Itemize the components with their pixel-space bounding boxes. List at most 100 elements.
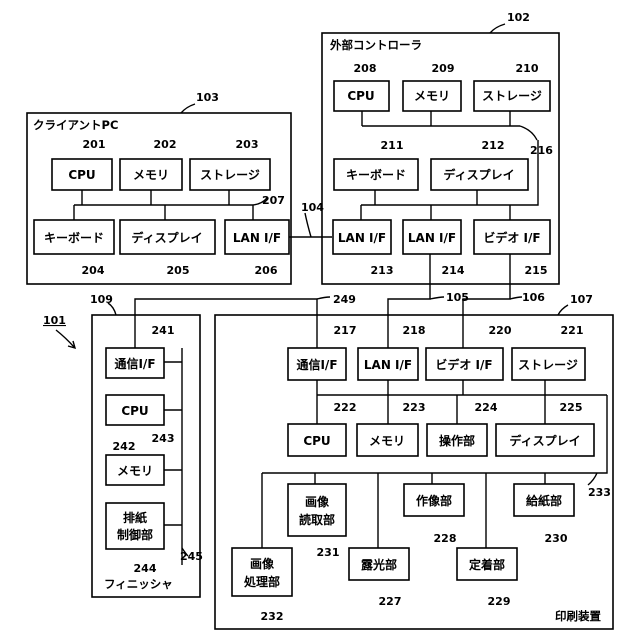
block-211: キーボード 211 [334,139,418,190]
block-label: メモリ [414,89,450,103]
block-224: 操作部 224 [427,401,498,456]
block-ref: 213 [371,264,394,277]
link-ref-249: 249 [333,293,356,306]
bus-printer-top [317,380,607,395]
block-label: 定着部 [469,557,505,572]
block-ref: 205 [167,264,190,277]
block-label: 操作部 [439,433,475,448]
block-ref: 212 [482,139,505,152]
block-206: LAN I/F 206 [225,220,289,277]
block-217: 通信I/F 217 [288,324,356,380]
block-label: 通信I/F [296,357,337,372]
block-ref: 244 [134,562,157,575]
leader-107 [558,305,568,315]
block-ref: 203 [236,138,259,151]
block-label: キーボード [44,230,104,245]
block-ref: 227 [379,595,402,608]
group-title-109: フィニッシャ [104,577,173,591]
block-ref: 223 [403,401,426,414]
block-202: メモリ 202 [120,138,182,190]
block-212: ディスプレイ 212 [431,139,528,190]
link-ref-104: 104 [301,201,324,214]
group-title-102: 外部コントローラ [329,38,422,52]
block-label: ディスプレイ [509,433,580,448]
block-ref: 230 [545,532,568,545]
block-215: ビデオ I/F 215 [474,220,550,277]
block-label: ストレージ [518,358,578,372]
block-227: 露光部 227 [349,548,409,608]
block-213: LAN I/F 213 [333,220,393,277]
block-ref: 211 [381,139,404,152]
link-ref-106: 106 [522,291,545,304]
block-label: 給紙部 [526,493,562,508]
group-title-103: クライアントPC [33,118,118,132]
block-ref: 204 [82,264,105,277]
block-203: ストレージ 203 [190,138,270,190]
block-ref: 202 [154,138,177,151]
group-title-107: 印刷装置 [555,609,601,623]
block-241: 通信I/F 241 [106,324,174,378]
block-label: ビデオ I/F [483,230,540,245]
block-ref: 210 [516,62,539,75]
block-label: CPU [303,434,330,448]
block-label-line1: 画像 [250,556,275,571]
block-label: ビデオ I/F [435,357,492,372]
block-label: ストレージ [482,89,542,103]
block-221: ストレージ 221 [512,324,585,380]
figure-label: 101 [43,314,66,327]
bus-ref-207: 207 [262,194,285,207]
block-label: ストレージ [200,168,260,182]
block-ref: 217 [334,324,357,337]
block-ref: 242 [113,440,136,453]
block-label: LAN I/F [233,231,281,245]
group-ref-107: 107 [570,293,593,306]
leader-233 [588,473,597,485]
block-label: メモリ [369,434,405,448]
group-ref-102: 102 [507,11,530,24]
block-244: 排紙 制御部 244 [106,503,164,575]
block-label-line2: 処理部 [243,574,280,589]
block-232: 画像 処理部 232 [232,548,292,623]
block-label-line1: 画像 [305,494,330,509]
block-ref: 224 [475,401,498,414]
block-ref: 225 [560,401,583,414]
bus-ext-bottom [361,205,510,220]
bus-ext-mid-drops [375,190,477,205]
block-ref: 215 [525,264,548,277]
block-label: キーボード [346,167,406,182]
bus-ref-245: 245 [180,550,203,563]
block-220: ビデオ I/F 220 [426,324,512,380]
bus-ref-233: 233 [588,486,611,499]
leader-102 [490,24,505,33]
block-label-line2: 制御部 [117,527,153,542]
block-label: CPU [347,89,374,103]
block-231: 画像 読取部 231 [288,484,346,559]
bus-client-drops [74,205,253,220]
block-204: キーボード 204 [34,220,114,277]
block-label: 通信I/F [114,356,155,371]
block-label: CPU [68,168,95,182]
block-222: CPU 222 [288,401,356,456]
block-ref: 243 [152,432,175,445]
block-ref: 229 [488,595,511,608]
block-label: ディスプレイ [443,167,514,182]
block-ref: 214 [442,264,465,277]
block-218: LAN I/F 218 [358,324,425,380]
block-label: LAN I/F [408,231,456,245]
block-ref: 221 [561,324,584,337]
block-205: ディスプレイ 205 [120,220,215,277]
block-ref: 232 [261,610,284,623]
block-label: CPU [121,404,148,418]
block-label-line1: 排紙 [123,510,147,525]
block-ref: 231 [317,546,340,559]
block-ref: 220 [489,324,512,337]
leader-249 [317,297,330,299]
figure-label-arrow [56,330,74,347]
link-ref-105: 105 [446,291,469,304]
group-ref-103: 103 [196,91,219,104]
block-label: 露光部 [361,557,397,572]
bus-216-leader [520,126,537,140]
block-ref: 206 [255,264,278,277]
block-label: メモリ [133,168,169,182]
